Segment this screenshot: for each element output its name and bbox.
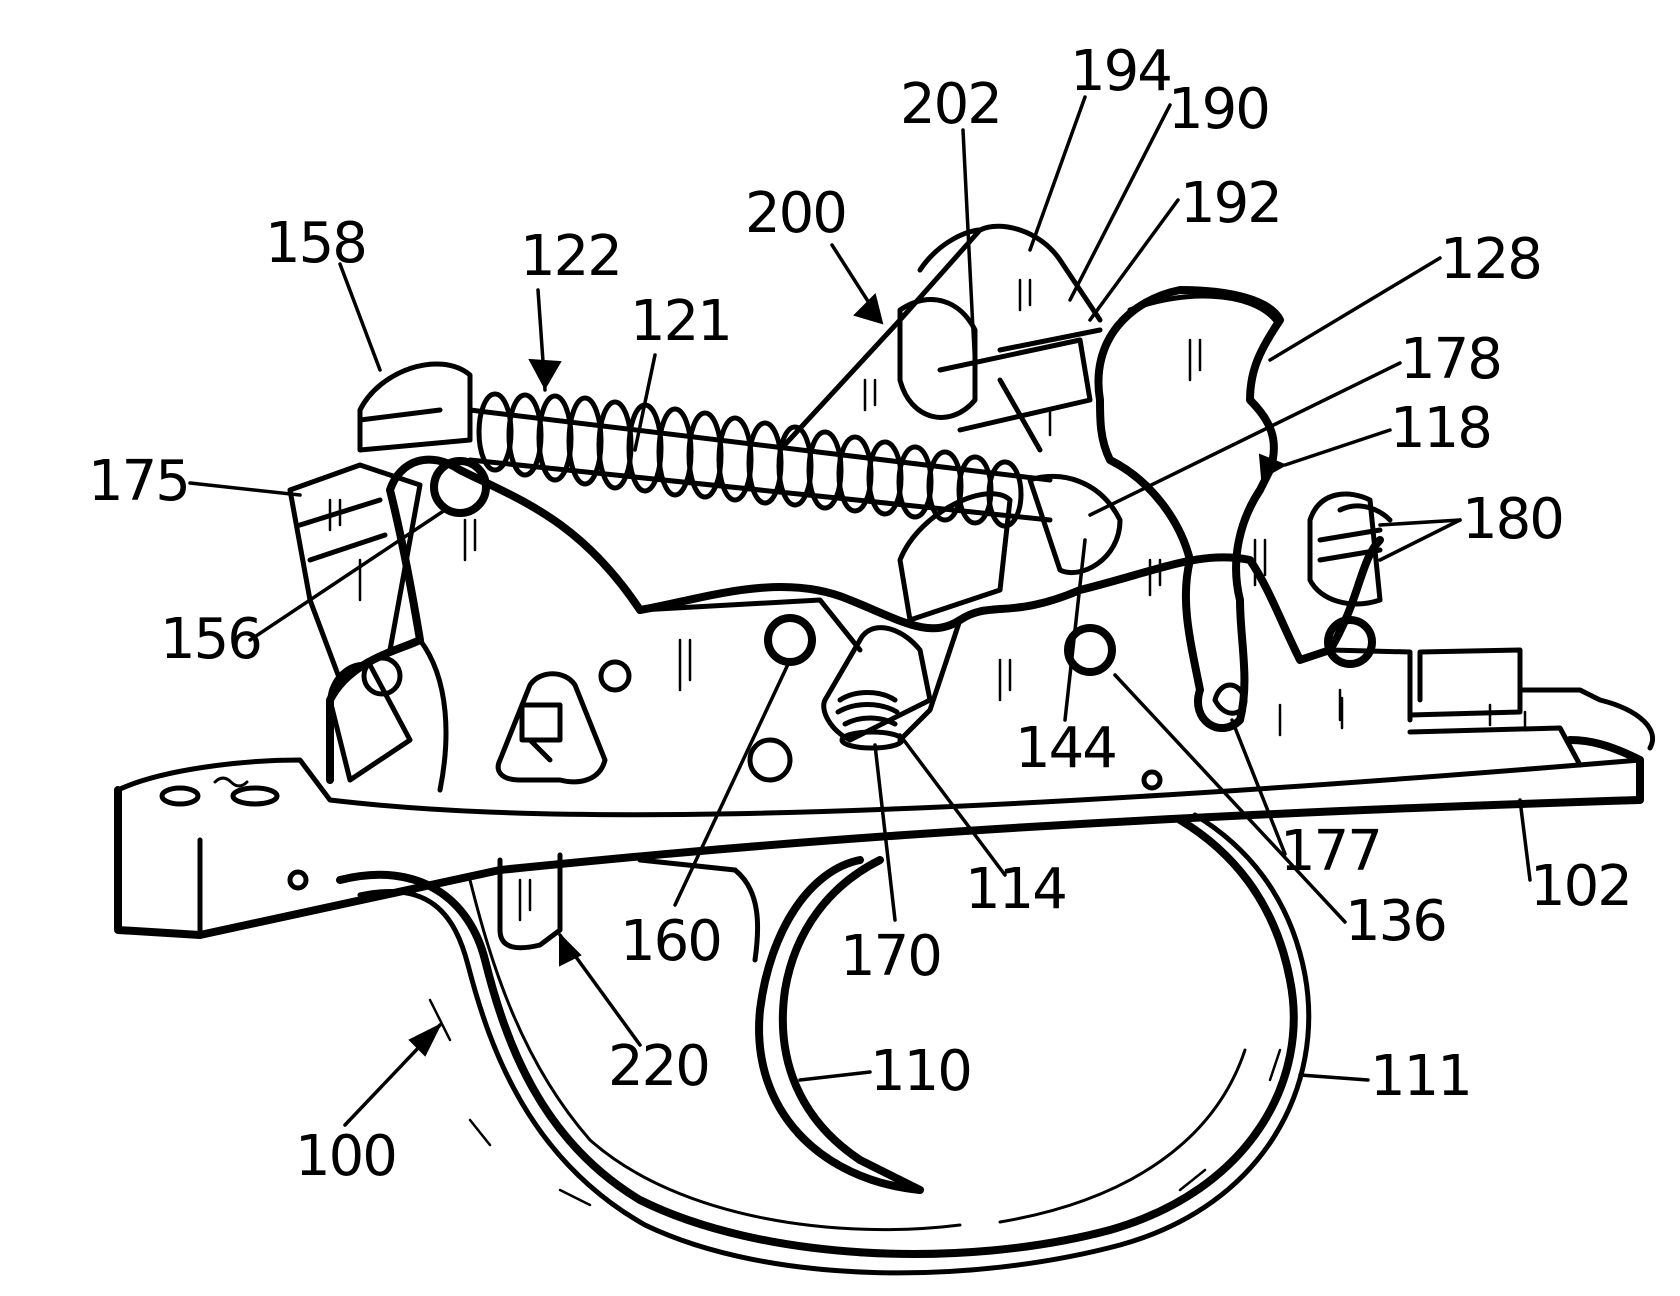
left-hammer [290, 364, 470, 780]
right-hammer [1098, 290, 1280, 728]
sear-plunger [824, 628, 930, 748]
ref-160: 160 [620, 909, 721, 974]
ref-177: 177 [1280, 819, 1381, 884]
ref-110: 110 [870, 1039, 971, 1104]
safety-block [498, 674, 605, 782]
central-sear [780, 226, 1100, 620]
ref-158: 158 [265, 211, 366, 276]
ref-180: 180 [1462, 487, 1563, 552]
ref-220: 220 [608, 1034, 709, 1099]
ref-128: 128 [1440, 227, 1541, 292]
ref-102: 102 [1530, 854, 1631, 919]
ref-114: 114 [965, 857, 1066, 922]
ref-136: 136 [1345, 889, 1446, 954]
ref-200: 200 [745, 181, 846, 246]
ref-190: 190 [1168, 77, 1269, 142]
ref-111: 111 [1370, 1044, 1471, 1109]
ref-194: 194 [1070, 39, 1171, 104]
ref-121: 121 [630, 289, 731, 354]
cocking-rollers [1310, 494, 1390, 604]
ref-202: 202 [900, 72, 1001, 137]
ref-156: 156 [160, 607, 261, 672]
ref-118: 118 [1390, 396, 1491, 461]
ref-175: 175 [88, 449, 189, 514]
trigger-guard [340, 815, 1309, 1273]
ref-144: 144 [1015, 716, 1116, 781]
ref-192: 192 [1180, 171, 1281, 236]
ref-100: 100 [295, 1124, 396, 1189]
ref-170: 170 [840, 924, 941, 989]
ref-178: 178 [1400, 327, 1501, 392]
ref-122: 122 [520, 224, 621, 289]
reference-numerals: 194 190 202 192 200 128 158 122 121 178 … [88, 39, 1631, 1189]
